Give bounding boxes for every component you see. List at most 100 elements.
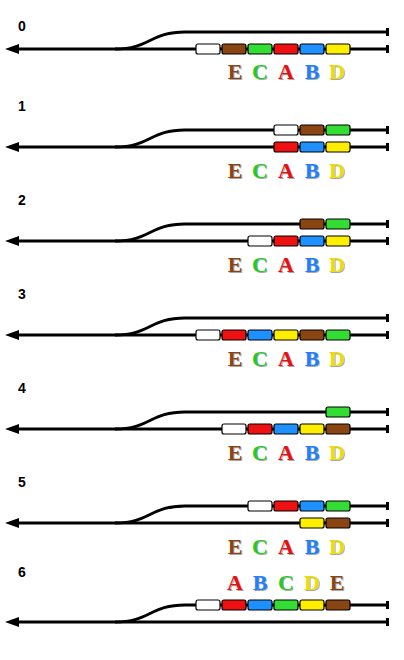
rail-car — [222, 330, 246, 340]
car-letter: E — [228, 61, 243, 83]
car-letter: D — [329, 254, 345, 276]
car-letter: B — [305, 254, 320, 276]
car-letter: E — [228, 254, 243, 276]
rail-car — [326, 424, 350, 434]
buffer-stop — [386, 45, 389, 53]
rail-car — [196, 600, 220, 610]
car-letter: C — [252, 160, 268, 182]
car-letter: C — [252, 348, 268, 370]
buffer-stop — [386, 331, 389, 339]
rail-car — [274, 330, 298, 340]
step-number: 5 — [18, 475, 26, 489]
direction-arrow — [5, 518, 19, 528]
rail-car — [300, 219, 324, 229]
rail-car — [248, 236, 272, 246]
car-letter: B — [305, 536, 320, 558]
step-number: 0 — [18, 19, 26, 33]
rail-car — [326, 219, 350, 229]
rail-car — [326, 518, 350, 528]
buffer-stop — [386, 601, 389, 609]
car-letter: E — [228, 536, 243, 558]
car-letter: D — [329, 536, 345, 558]
direction-arrow — [5, 44, 19, 54]
rail-car — [248, 44, 272, 54]
step-number: 4 — [18, 381, 26, 395]
car-letter: D — [329, 348, 345, 370]
direction-arrow — [5, 617, 19, 627]
rail-car — [300, 142, 324, 152]
car-letter: B — [305, 160, 320, 182]
car-letter: A — [278, 61, 294, 83]
car-letter: D — [304, 572, 320, 594]
car-letter: C — [252, 254, 268, 276]
direction-arrow — [5, 330, 19, 340]
step-number: 6 — [18, 565, 26, 579]
car-letter: C — [252, 536, 268, 558]
direction-arrow — [5, 424, 19, 434]
rail-car — [300, 236, 324, 246]
rail-car — [300, 518, 324, 528]
buffer-stop — [386, 126, 389, 134]
buffer-stop — [386, 425, 389, 433]
buffer-stop — [386, 28, 389, 36]
rail-car — [248, 600, 272, 610]
car-letter: B — [305, 442, 320, 464]
rail-car — [300, 424, 324, 434]
rail-car — [196, 44, 220, 54]
car-letter: A — [278, 254, 294, 276]
car-letter: D — [329, 61, 345, 83]
rail-car — [326, 600, 350, 610]
rail-car — [326, 330, 350, 340]
car-letter: B — [253, 572, 268, 594]
rail-car — [222, 44, 246, 54]
car-letter: B — [305, 61, 320, 83]
car-letter: E — [228, 442, 243, 464]
car-letter: E — [330, 572, 345, 594]
rail-car — [274, 236, 298, 246]
car-letter: C — [252, 61, 268, 83]
buffer-stop — [386, 220, 389, 228]
rail-car — [274, 142, 298, 152]
rail-car — [222, 424, 246, 434]
direction-arrow — [5, 236, 19, 246]
rail-car — [248, 424, 272, 434]
rail-car — [248, 330, 272, 340]
direction-arrow — [5, 142, 19, 152]
buffer-stop — [386, 143, 389, 151]
rail-car — [326, 236, 350, 246]
car-letter: A — [278, 160, 294, 182]
rail-car — [300, 501, 324, 511]
car-letter: A — [278, 348, 294, 370]
buffer-stop — [386, 502, 389, 510]
car-letter: A — [227, 572, 243, 594]
rail-car — [274, 125, 298, 135]
rail-car — [326, 125, 350, 135]
step-number: 3 — [18, 287, 26, 301]
car-letter: A — [278, 442, 294, 464]
buffer-stop — [386, 618, 389, 626]
car-letter: A — [278, 536, 294, 558]
rail-car — [300, 44, 324, 54]
rail-car — [248, 501, 272, 511]
step-number: 2 — [18, 193, 26, 207]
rail-car — [326, 407, 350, 417]
rail-car — [222, 600, 246, 610]
car-letter: D — [329, 442, 345, 464]
step-number: 1 — [18, 99, 26, 113]
car-letter: E — [228, 160, 243, 182]
rail-car — [326, 142, 350, 152]
car-letter: D — [329, 160, 345, 182]
car-letter: C — [278, 572, 294, 594]
rail-car — [274, 44, 298, 54]
rail-car — [274, 600, 298, 610]
car-letter: B — [305, 348, 320, 370]
rail-car — [274, 424, 298, 434]
rail-car — [300, 125, 324, 135]
rail-car — [300, 330, 324, 340]
rail-car — [326, 501, 350, 511]
car-letter: C — [252, 442, 268, 464]
main-track — [16, 621, 388, 624]
buffer-stop — [386, 519, 389, 527]
